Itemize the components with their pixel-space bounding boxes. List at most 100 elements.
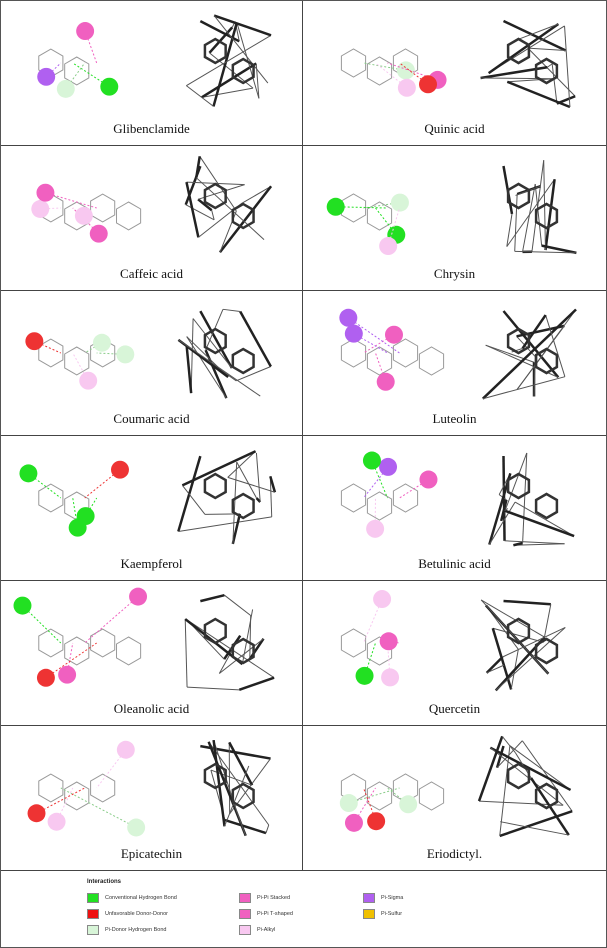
pose-bond bbox=[199, 156, 237, 212]
interaction-line bbox=[40, 207, 61, 210]
pose-bond bbox=[184, 619, 188, 688]
pose-ring bbox=[231, 782, 255, 810]
pose-bond bbox=[186, 619, 275, 679]
pose-bond bbox=[514, 501, 575, 537]
interaction-line bbox=[375, 62, 408, 89]
ligand-ring bbox=[90, 773, 116, 803]
residue-bubble bbox=[36, 668, 55, 687]
pose-ring bbox=[534, 637, 559, 665]
pose-ring bbox=[506, 617, 531, 645]
interaction-line bbox=[387, 207, 400, 247]
interaction-diagram bbox=[340, 451, 575, 547]
panel-kaempferol: Kaempferol bbox=[1, 436, 303, 581]
residue-bubble bbox=[399, 795, 418, 814]
pose-bond bbox=[486, 664, 505, 674]
pose-bond bbox=[519, 23, 559, 40]
interaction-diagram bbox=[340, 19, 576, 109]
residue-bubble bbox=[362, 451, 381, 470]
pose-bond bbox=[178, 516, 272, 532]
ligand-ring bbox=[340, 483, 367, 513]
pose-bond bbox=[521, 314, 547, 350]
pose-bond bbox=[513, 543, 565, 546]
panel-oleanolic-acid: Oleanolic acid bbox=[1, 581, 303, 726]
pose-bond bbox=[527, 47, 576, 97]
residue-bubble bbox=[379, 457, 398, 476]
pose-bond bbox=[480, 77, 554, 80]
pose-bond bbox=[501, 735, 516, 754]
legend-label: Conventional Hydrogen Bond bbox=[105, 895, 177, 901]
residue-bubble bbox=[36, 183, 55, 202]
pose-ring bbox=[203, 617, 227, 645]
pose-bond bbox=[504, 509, 575, 538]
pose-bond bbox=[186, 85, 214, 107]
residue-bubble bbox=[344, 813, 363, 832]
pose-bond bbox=[502, 310, 560, 379]
residue-bubble bbox=[76, 507, 95, 526]
compound-name: Coumaric acid bbox=[113, 411, 190, 426]
ligand-ring bbox=[340, 193, 367, 223]
pose-ring bbox=[231, 492, 255, 520]
pose-bond bbox=[527, 47, 566, 51]
ligand-ring bbox=[90, 628, 116, 658]
ligand-ring bbox=[340, 628, 367, 658]
pose-bond bbox=[238, 676, 275, 691]
interaction-line bbox=[36, 787, 85, 814]
pose-bond bbox=[186, 34, 272, 87]
pose-bond bbox=[222, 308, 241, 313]
ligand-ring bbox=[392, 483, 419, 513]
pose-bond bbox=[269, 475, 277, 493]
interaction-line bbox=[84, 342, 103, 354]
pose-bond bbox=[504, 508, 509, 512]
residue-bubble bbox=[326, 197, 345, 216]
residue-bubble bbox=[74, 206, 93, 225]
residue-bubble bbox=[19, 464, 38, 483]
residue-bubble bbox=[58, 665, 77, 684]
pose-bond bbox=[477, 735, 504, 802]
pose-bond bbox=[213, 15, 269, 84]
ligand-ring bbox=[38, 628, 64, 658]
pose-bond bbox=[218, 185, 273, 254]
interaction-line bbox=[72, 62, 110, 88]
pose-bond bbox=[487, 22, 560, 75]
pose-bond bbox=[186, 336, 229, 378]
compound-name: Kaempferol bbox=[120, 556, 183, 571]
legend-item: Pi-Alkyl bbox=[239, 925, 275, 935]
pose-ring bbox=[203, 472, 227, 500]
residue-bubble bbox=[111, 460, 129, 479]
pose-bond bbox=[488, 473, 512, 545]
pose-bond bbox=[224, 818, 267, 835]
pose-ring bbox=[534, 57, 559, 85]
pose-ring bbox=[231, 637, 255, 665]
pose-bond bbox=[544, 179, 556, 251]
pose-ring bbox=[506, 327, 531, 355]
residue-bubble bbox=[373, 590, 392, 609]
legend-item: Pi-Sigma bbox=[363, 893, 403, 903]
ligand-ring bbox=[64, 636, 90, 666]
residue-bubble bbox=[355, 666, 374, 685]
pose-bond bbox=[502, 19, 567, 52]
residue-bubble bbox=[37, 67, 56, 86]
pose-bond bbox=[224, 594, 251, 616]
interaction-line bbox=[371, 460, 388, 499]
residue-bubble bbox=[397, 78, 416, 97]
pose-bond bbox=[514, 194, 518, 252]
ligand-ring bbox=[366, 346, 393, 376]
pose-bond bbox=[506, 80, 571, 109]
interaction-line bbox=[45, 62, 62, 78]
pose-bond bbox=[495, 627, 566, 691]
interaction-line bbox=[84, 596, 139, 644]
residue-bubble bbox=[13, 596, 32, 615]
residue-bubble bbox=[419, 470, 438, 489]
ligand-ring bbox=[340, 48, 367, 78]
interaction-line bbox=[85, 497, 98, 517]
pose-bond bbox=[482, 376, 566, 400]
panel-coumaric-acid: Coumaric acid bbox=[1, 291, 303, 436]
pose-ring bbox=[231, 347, 255, 375]
pose-ring bbox=[203, 182, 227, 210]
panel-betulinic-acid: Betulinic acid bbox=[303, 436, 606, 581]
pose-ring bbox=[506, 472, 531, 500]
residue-bubble bbox=[418, 75, 437, 94]
residue-bubble bbox=[381, 668, 400, 687]
pose-bond bbox=[500, 821, 569, 836]
